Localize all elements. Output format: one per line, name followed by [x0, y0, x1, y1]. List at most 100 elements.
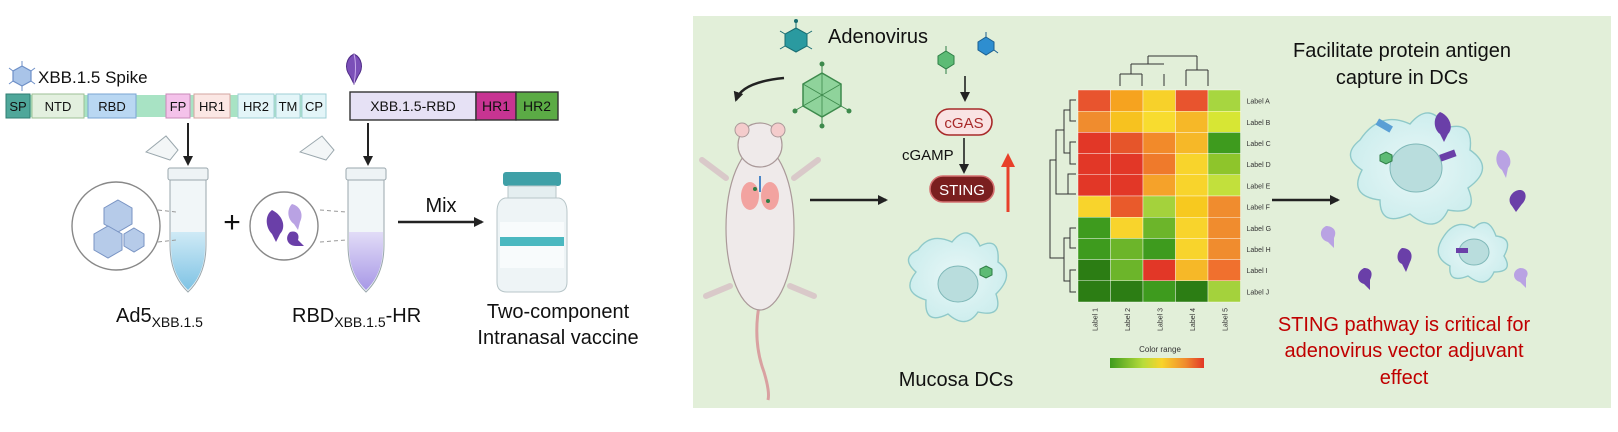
construct-rbd: XBB.1.5-RBD [370, 98, 456, 114]
color-range-label: Color range [1139, 345, 1181, 354]
heatmap-cell [1207, 195, 1241, 218]
adenovirus-icon-blue-small [977, 32, 999, 56]
heatmap-row-label: Label F [1247, 205, 1270, 212]
sting-pill [929, 175, 995, 203]
construct-hr2: HR2 [523, 98, 551, 114]
adenovirus-icon-green-small [937, 46, 955, 74]
heatmap-col-label: Label 2 [1125, 308, 1132, 331]
heatmap-cells [1077, 89, 1241, 303]
heatmap-cell [1207, 216, 1241, 239]
vaccine-vial [496, 172, 568, 293]
mix-label: Mix [425, 195, 456, 217]
heatmap-cell [1077, 216, 1111, 239]
heatmap-cell [1077, 195, 1111, 218]
heatmap-row-label: Label I [1247, 268, 1268, 275]
segment-hr2: HR2 [243, 99, 269, 114]
heatmap-row-label: Label C [1247, 141, 1271, 148]
spike-title: XBB.1.5 Spike [38, 68, 148, 87]
heatmap-cell [1110, 216, 1144, 239]
plus-sign: + [223, 206, 241, 239]
heatmap-cell [1110, 89, 1144, 112]
heatmap-cell [1110, 110, 1144, 133]
heatmap-cell [1207, 174, 1241, 197]
heatmap-cell [1207, 153, 1241, 176]
heatmap-col-label: Label 3 [1157, 308, 1164, 331]
left-panel: XBB.1.5 Spike SP NTD RBD FP HR1 HR2 TM C… [5, 53, 639, 349]
heatmap-cell [1110, 195, 1144, 218]
curved-arrow-to-mouse [733, 76, 785, 102]
segment-fp: FP [170, 99, 187, 114]
heatmap-col-label: Label 1 [1092, 308, 1099, 331]
tube-rbd [298, 135, 387, 293]
heatmap-cell [1077, 153, 1111, 176]
dc-capturing-antigen-small [1437, 221, 1509, 283]
heatmap-cell [1110, 238, 1144, 260]
heatmap-col-label: Label 5 [1222, 308, 1229, 331]
right-panel: Adenovirus [693, 16, 1611, 408]
heatmap-cell [1077, 89, 1111, 112]
heatmap-cell [1110, 259, 1144, 282]
heatmap-col-label: Label 4 [1190, 308, 1197, 331]
spike-icon [8, 61, 36, 91]
rbd-proteins-circle [249, 191, 347, 261]
heatmap-cell [1110, 174, 1144, 197]
segment-ntd: NTD [45, 99, 72, 114]
facilitate-line2: capture in DCs [1336, 67, 1468, 89]
segment-hr1: HR1 [199, 99, 225, 114]
heatmap-cell [1142, 216, 1176, 239]
facilitate-line1: Facilitate protein antigen [1293, 40, 1511, 62]
label-ad5: Ad5XBB.1.5 [116, 305, 203, 330]
segment-sp: SP [9, 99, 26, 114]
heatmap-cell [1077, 280, 1111, 303]
heatmap-row-label: Label J [1247, 289, 1270, 296]
heatmap-cell [1175, 216, 1209, 239]
heatmap-cell [1142, 280, 1176, 303]
heatmap-cell [1142, 110, 1176, 133]
heatmap-cell [1110, 153, 1144, 176]
rbd-construct-bar: XBB.1.5-RBD HR1 HR2 [346, 53, 559, 121]
heatmap-cell [1142, 195, 1176, 218]
heatmap-cell [1142, 89, 1176, 112]
heatmap-cell [1175, 132, 1209, 154]
vaccine-label-line1: Two-component [487, 301, 630, 323]
dc-capturing-antigen-large [1349, 112, 1484, 225]
heatmap-cell [1175, 110, 1209, 133]
heatmap-cell [1175, 174, 1209, 197]
heatmap-cell [1077, 174, 1111, 197]
adenovirus-icon-teal [779, 19, 813, 53]
color-range-legend [1110, 358, 1204, 368]
heatmap-row-dendrogram [1049, 99, 1076, 293]
heatmap-cell [1110, 132, 1144, 154]
cgas-pill [935, 108, 993, 136]
heatmap-cell [1142, 153, 1176, 176]
heatmap-cell [1110, 280, 1144, 303]
heatmap-cell [1077, 110, 1111, 133]
heatmap-row-label: Label G [1247, 226, 1272, 233]
heatmap-cell [1175, 89, 1209, 112]
adenovirus-icon-large [792, 61, 852, 129]
heatmap-row-label: Label B [1247, 120, 1271, 127]
heatmap-cell [1207, 238, 1241, 260]
heatmap-col-labels: Label 1 Label 2 Label 3 Label 4 Label 5 [1092, 308, 1229, 331]
rbd-protein-cluster [1320, 112, 1528, 290]
heatmap-row-label: Label D [1247, 162, 1271, 169]
heatmap-cell [1175, 195, 1209, 218]
rbd-protein-icon [346, 53, 362, 86]
sting-label: STING [939, 182, 985, 199]
segment-rbd: RBD [98, 99, 125, 114]
heatmap-cell [1142, 174, 1176, 197]
segment-tm: TM [279, 99, 298, 114]
heatmap-cell [1077, 132, 1111, 154]
heatmap-cell [1175, 259, 1209, 282]
cgamp-label: cGAMP [902, 147, 954, 164]
label-rbd-hr: RBDXBB.1.5-HR [292, 305, 421, 330]
heatmap-row-label: Label A [1247, 99, 1271, 106]
heatmap-cell [1142, 259, 1176, 282]
mucosa-dc-cell [907, 232, 1008, 323]
heatmap-column-dendrogram [1119, 55, 1209, 86]
heatmap-row-label: Label H [1247, 247, 1271, 254]
heatmap-cell [1207, 259, 1241, 282]
